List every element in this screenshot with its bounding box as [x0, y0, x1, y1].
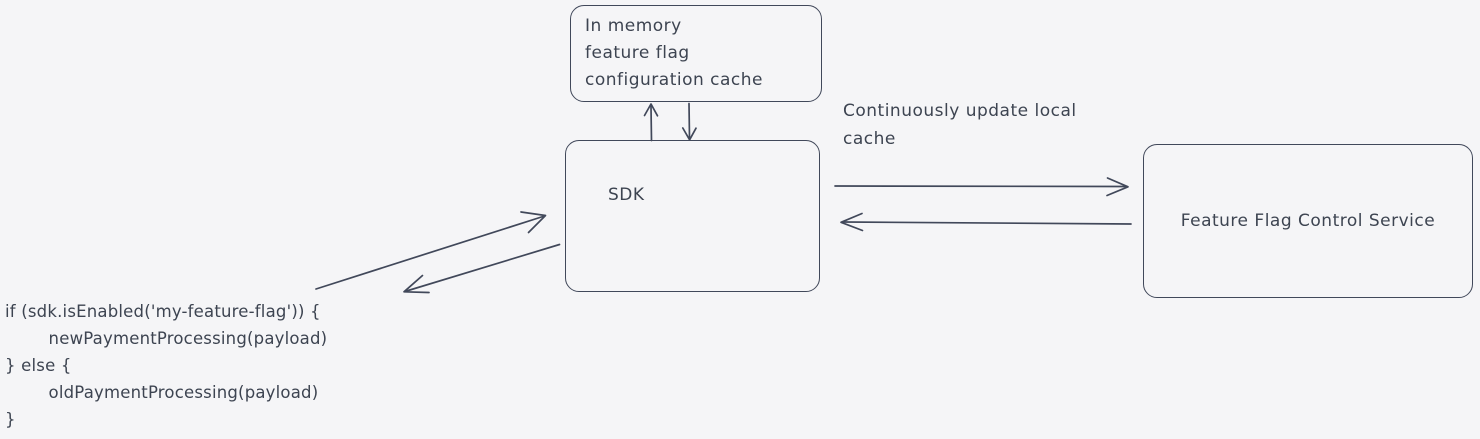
arrow-sdk-to-cache-down — [681, 102, 697, 141]
node-feature-flag-control-service-label: Feature Flag Control Service — [1180, 211, 1436, 231]
arrow-cache-to-sdk-up — [643, 103, 659, 142]
edge-label-continuous-update: Continuously update local cache — [843, 101, 1077, 149]
node-sdk[interactable]: SDK — [565, 140, 820, 292]
arrow-service-to-sdk — [840, 212, 1132, 232]
node-sdk-label: SDK — [608, 185, 645, 205]
node-in-memory-cache-label: In memory feature flag configuration cac… — [585, 16, 764, 90]
arrow-sdk-to-code — [403, 243, 561, 294]
node-in-memory-cache[interactable]: In memory feature flag configuration cac… — [570, 5, 822, 102]
arrow-code-to-sdk — [315, 211, 547, 290]
node-feature-flag-control-service[interactable]: Feature Flag Control Service — [1143, 144, 1473, 298]
arrow-sdk-to-service — [834, 177, 1129, 197]
code-snippet: if (sdk.isEnabled('my-feature-flag')) { … — [5, 302, 328, 429]
